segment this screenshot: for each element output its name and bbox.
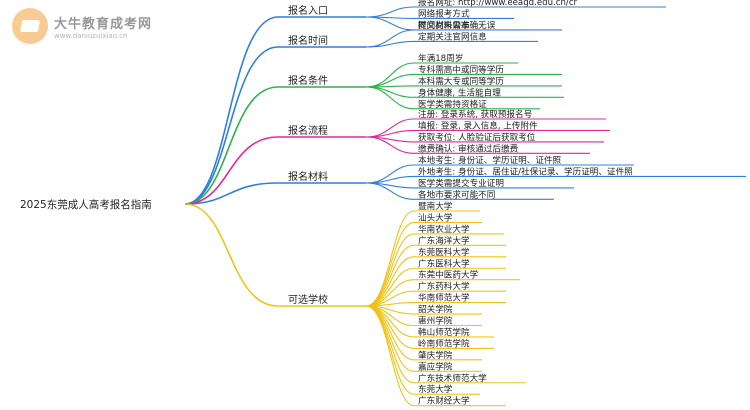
leaf-label: 外地考生: 身份证、居住证/社保记录、学历证明、证件照: [418, 165, 633, 177]
leaf-label: 各地市要求可能不同: [418, 188, 495, 200]
leaf-label: 定期关注官网信息: [418, 30, 487, 42]
branch-label: 可选学校: [288, 293, 328, 306]
branch-label: 报名条件: [288, 74, 328, 87]
leaf-label: 东莞医科大学: [418, 246, 470, 258]
leaf-label: 华南师范大学: [418, 292, 470, 304]
branch-label: 报名材料: [288, 170, 328, 183]
leaf-label: 惠州学院: [418, 315, 453, 327]
leaf-connector: [365, 210, 415, 307]
leaf-connector: [365, 6, 415, 18]
leaf-label: 注册: 登录系统, 获取预报名号: [418, 108, 532, 120]
branch-connector: [184, 86, 279, 205]
leaf-label: 广东医科大学: [418, 257, 470, 269]
leaf-label: 广东财经大学: [418, 395, 470, 407]
leaf-label: 获取考位: 人脸验证后获取考位: [418, 131, 536, 143]
leaf-label: 东莞中医药大学: [418, 269, 479, 281]
leaf-label: 时间尚未公布: [418, 19, 470, 31]
leaf-label: 医学类需提交专业证明: [418, 177, 504, 189]
leaf-connector: [365, 40, 415, 48]
leaf-label: 广东药科大学: [418, 280, 470, 292]
leaf-label: 医学类需持资格证: [418, 98, 487, 110]
watermark-url: www.daniuzuixiao.cn: [54, 31, 128, 40]
leaf-label: 本地考生: 身份证、学历证明、证件照: [418, 154, 562, 166]
leaf-label: 嘉应学院: [418, 360, 453, 372]
leaf-label: 身体健康, 生活能自理: [418, 86, 501, 98]
leaf-connector: [365, 221, 415, 307]
leaf-label: 肇庆学院: [418, 349, 453, 361]
leaf-label: 网络报考方式: [418, 7, 470, 19]
branch-connector: [184, 46, 279, 205]
leaf-connector: [365, 244, 415, 307]
branch-label: 报名时间: [288, 34, 328, 47]
leaf-label: 报名网址: http://www.eeagd.edu.cn/cr: [418, 0, 578, 8]
branch-connector: [184, 203, 279, 307]
leaf-label: 岭南师范学院: [418, 337, 470, 349]
root-topic: 2025东莞成人高考报名指南: [20, 198, 152, 211]
leaf-connector: [365, 182, 415, 200]
leaf-label: 广东海洋大学: [418, 234, 470, 246]
branch-label: 报名流程: [288, 124, 328, 137]
branch-connector: [184, 182, 279, 205]
branch-connector: [184, 16, 279, 205]
leaf-label: 韩山师范学院: [418, 326, 470, 338]
watermark-title: 大牛教育成考网: [54, 16, 153, 32]
leaf-label: 专科需高中或同等学历: [418, 63, 504, 75]
logo-icon: [12, 8, 48, 44]
leaf-label: 填报: 登录, 录入信息, 上传附件: [418, 119, 538, 131]
leaf-label: 本科需大专或同等学历: [418, 75, 504, 87]
leaf-connector: [365, 305, 415, 407]
leaf-connector: [365, 305, 415, 395]
leaf-label: 缴费确认: 审核通过后缴费: [418, 142, 519, 154]
leaf-connector: [365, 86, 415, 98]
leaf-connector: [365, 267, 415, 307]
leaf-label: 暨南大学: [418, 200, 453, 212]
branch-label: 报名入口: [288, 4, 328, 17]
leaf-connector: [365, 86, 415, 110]
leaf-label: 年满18周岁: [418, 52, 463, 64]
leaf-label: 提交材料需准确无误: [418, 19, 496, 31]
leaf-label: 韶关学院: [418, 303, 453, 315]
leaf-label: 东莞大学: [418, 383, 453, 395]
leaf-connector: [365, 305, 415, 384]
leaf-label: 汕头大学: [418, 211, 453, 223]
leaf-label: 华南农业大学: [418, 223, 470, 235]
leaf-connector: [365, 16, 415, 31]
branch-connector: [184, 136, 279, 205]
watermark: 大牛教育成考网 www.daniuzuixiao.cn: [12, 8, 152, 44]
leaf-connector: [365, 136, 415, 154]
leaf-label: 广东技术师范大学: [418, 372, 487, 384]
